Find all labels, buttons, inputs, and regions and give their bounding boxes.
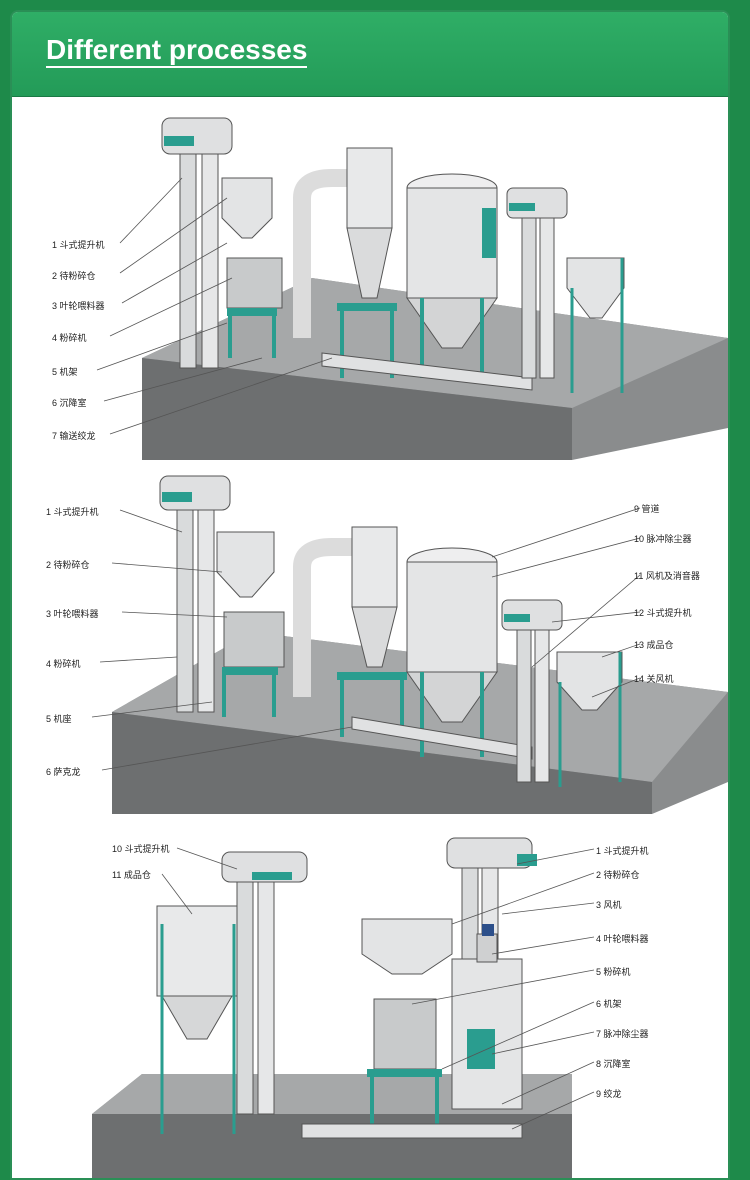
diagram2-label-right-6: 14 关风机 <box>634 674 674 684</box>
section-title: Different processes <box>46 34 308 68</box>
diagram2-label-left-4: 4 粉碎机 <box>46 659 81 669</box>
diagram3-label-right-8: 8 沉降室 <box>596 1059 631 1069</box>
diagram2-label-left-2: 2 待粉碎仓 <box>46 560 90 570</box>
diagram3-label-right-9: 9 绞龙 <box>596 1089 622 1099</box>
diagram2-label-left-3: 3 叶轮喂料器 <box>46 609 99 619</box>
diagram3-label-right-3: 3 风机 <box>596 900 622 910</box>
diagram3-label-right-2: 2 待粉碎仓 <box>596 870 640 880</box>
diagram1-label-1: 1 斗式提升机 <box>52 240 105 250</box>
process-diagram-1: 1 斗式提升机 2 待粉碎仓 3 叶轮喂料器 4 粉碎机 5 机架 6 沉降室 … <box>12 108 728 460</box>
diagram3-label-left-1: 10 斗式提升机 <box>112 844 170 854</box>
diagram2-label-right-4: 12 斗式提升机 <box>634 608 692 618</box>
product-panel: Different processes <box>10 10 730 1180</box>
section-header: Different processes <box>12 12 728 97</box>
diagram1-label-5: 5 机架 <box>52 367 78 377</box>
process-illustration-1 <box>96 117 728 460</box>
diagram2-label-right-5: 13 成品仓 <box>634 640 674 650</box>
process-illustration-2 <box>91 475 728 814</box>
diagram2-label-left-6: 6 萨克龙 <box>46 767 81 777</box>
diagram3-label-right-6: 6 机架 <box>596 999 622 1009</box>
process-diagram-3: 10 斗式提升机 11 成品仓 1 斗式提升机 2 待粉碎仓 3 风机 4 叶轮… <box>12 824 728 1178</box>
diagram2-label-right-1: 9 管道 <box>634 504 660 514</box>
diagram3-label-right-4: 4 叶轮喂料器 <box>596 934 649 944</box>
diagram3-label-right-5: 5 粉碎机 <box>596 967 631 977</box>
diagram3-label-right-7: 7 脉冲除尘器 <box>596 1029 649 1039</box>
diagram1-label-4: 4 粉碎机 <box>52 333 87 343</box>
diagram1-label-7: 7 输送绞龙 <box>52 431 96 441</box>
diagram2-label-right-3: 11 风机及消音器 <box>634 571 700 581</box>
diagram2-label-right-2: 10 脉冲除尘器 <box>634 534 692 544</box>
diagram2-label-left-1: 1 斗式提升机 <box>46 507 99 517</box>
diagram1-label-2: 2 待粉碎仓 <box>52 271 96 281</box>
process-illustration-3 <box>92 837 595 1178</box>
diagram1-label-6: 6 沉降室 <box>52 398 87 408</box>
diagram2-label-left-5: 5 机座 <box>46 714 72 724</box>
diagram3-label-right-1: 1 斗式提升机 <box>596 846 649 856</box>
diagram3-label-left-2: 11 成品仓 <box>112 870 151 880</box>
process-diagram-2: 1 斗式提升机 2 待粉碎仓 3 叶轮喂料器 4 粉碎机 5 机座 6 萨克龙 … <box>12 472 728 814</box>
diagram1-label-3: 3 叶轮喂料器 <box>52 301 105 311</box>
